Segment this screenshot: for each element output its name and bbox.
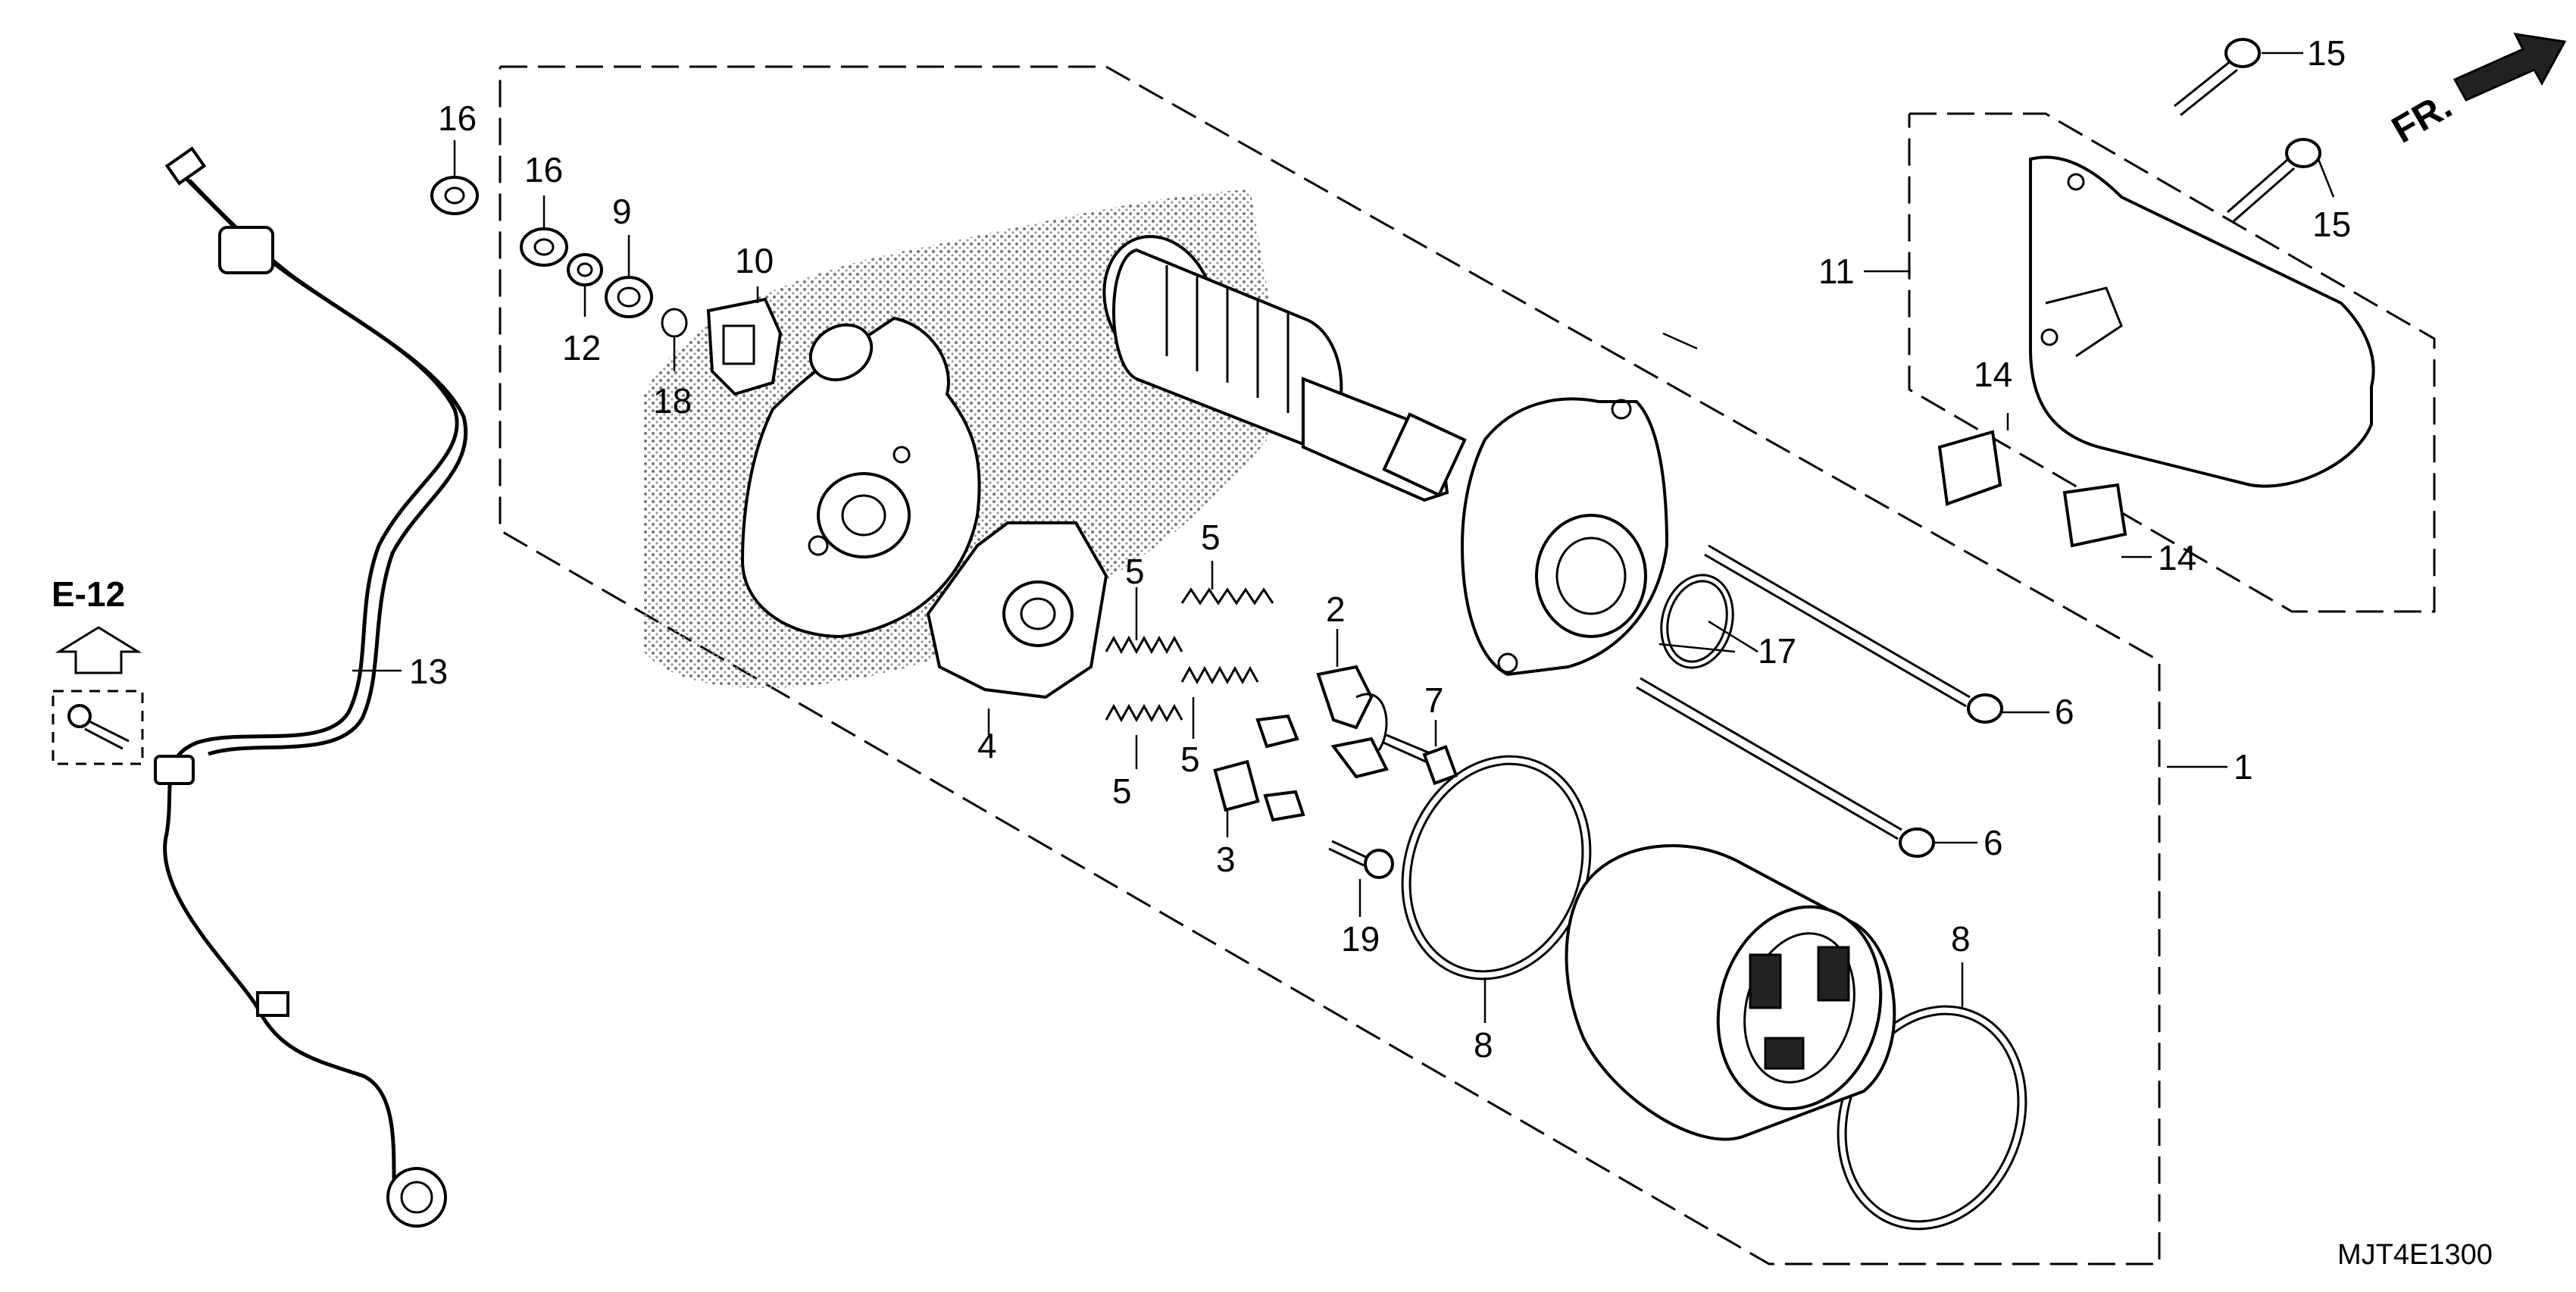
callout-15b: 15	[2312, 205, 2351, 244]
spring-5c	[1180, 665, 1259, 685]
bolt-7	[1383, 734, 1458, 786]
bolt-15a	[2174, 38, 2261, 117]
callout-13: 13	[409, 652, 448, 691]
callout-5d: 5	[1112, 771, 1132, 811]
callout-15a: 15	[2307, 33, 2346, 73]
callout-2: 2	[1326, 590, 1346, 629]
callout-16b: 16	[524, 150, 563, 189]
callout-6b: 6	[1984, 823, 2003, 862]
diagram-code: MJT4E1300	[2337, 1239, 2493, 1271]
wire-harness	[154, 146, 468, 1228]
callout-5c: 5	[1180, 740, 1200, 779]
callout-14b: 14	[2158, 538, 2196, 577]
callout-11: 11	[1818, 252, 1855, 291]
armature	[1102, 235, 1467, 502]
nut-16b	[520, 227, 568, 267]
reference-arrow	[55, 626, 142, 674]
rear-cover	[740, 316, 981, 639]
o-ring-17	[1660, 574, 1734, 669]
callout-5a: 5	[1201, 518, 1221, 557]
starter-motor-assembly-outline	[499, 65, 2161, 1265]
callout-7: 7	[1424, 680, 1444, 720]
rubber-pad-14b	[2062, 483, 2127, 548]
callout-5b: 5	[1125, 552, 1145, 591]
bolt-6a	[1704, 544, 2003, 724]
callout-16a: 16	[438, 99, 477, 138]
nut-16a	[430, 176, 479, 215]
reference-bolt-outline	[52, 690, 144, 765]
callout-4: 4	[977, 726, 997, 765]
o-ring-18	[661, 308, 688, 338]
insulator-9	[605, 276, 653, 318]
front-cover	[1460, 397, 1669, 677]
starter-cover	[2029, 155, 2375, 488]
callout-9: 9	[612, 192, 632, 231]
callout-10: 10	[735, 241, 774, 280]
front-arrow	[2453, 33, 2567, 102]
bolt-15b	[2227, 138, 2321, 223]
rubber-pad-14a	[1937, 430, 2002, 506]
brush-holder	[926, 521, 1108, 699]
brush-3	[1213, 714, 1305, 822]
callout-19: 19	[1341, 919, 1380, 959]
callout-18: 18	[653, 381, 692, 421]
callout-8b: 8	[1951, 919, 1971, 959]
callout-17: 17	[1758, 631, 1796, 671]
callout-6a: 6	[2055, 692, 2074, 731]
spring-5a	[1180, 587, 1274, 605]
washer-12	[567, 253, 603, 286]
callout-1: 1	[2234, 747, 2253, 787]
bolt-6b	[1636, 677, 1935, 858]
spring-5b	[1105, 635, 1183, 655]
cover-assembly-outline	[1908, 112, 2436, 613]
spring-5d	[1105, 703, 1183, 723]
leader-lines	[352, 52, 2335, 1023]
screw-19	[1328, 840, 1394, 879]
front-label: FR.	[2385, 84, 2459, 152]
terminal-10	[706, 297, 783, 396]
reference-label: E-12	[52, 574, 125, 614]
callout-12: 12	[562, 328, 601, 368]
callout-14a: 14	[1974, 355, 2012, 394]
callout-3: 3	[1216, 840, 1236, 879]
callout-8a: 8	[1474, 1025, 1493, 1065]
yoke	[1565, 844, 1896, 1141]
brush-2	[1316, 665, 1389, 779]
reference-bolt	[67, 704, 130, 750]
